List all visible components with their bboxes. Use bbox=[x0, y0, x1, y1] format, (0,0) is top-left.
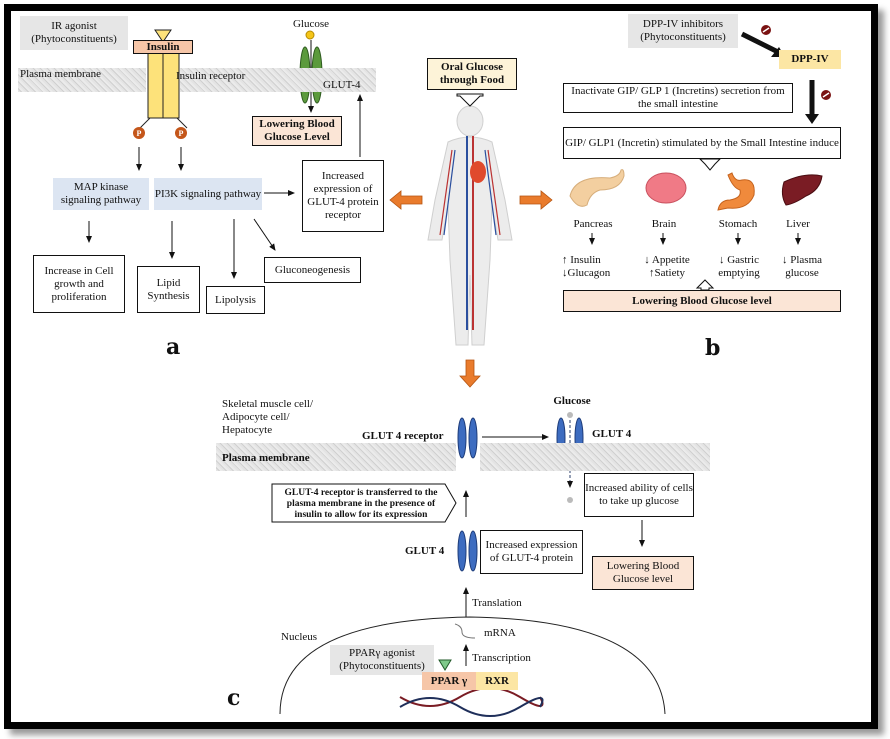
ir-agonist-triangle-icon bbox=[154, 29, 172, 43]
organ-effect: ↓Glucagon bbox=[562, 267, 611, 279]
organ-name: Brain bbox=[651, 218, 677, 230]
plasma-membrane-band bbox=[180, 68, 376, 92]
glut4-label: GLUT 4 bbox=[592, 428, 632, 440]
glut4-transfer-text: GLUT-4 receptor is transferred to the pl… bbox=[284, 488, 438, 520]
inactivate-incretins-box: Inactivate GIP/ GLP 1 (Incretins) secret… bbox=[563, 83, 793, 113]
pancreas-icon bbox=[569, 169, 625, 207]
oral-glucose-box: Oral Glucose through Food bbox=[427, 58, 517, 90]
insulin-receptor-label: Insulin receptor bbox=[176, 70, 246, 82]
callout-arrow-icon bbox=[456, 93, 484, 107]
lowering-blood-glucose-box-b: Lowering Blood Glucose level bbox=[563, 290, 841, 312]
glut4-label: GLUT-4 bbox=[323, 79, 361, 91]
organ-arrow-icon bbox=[589, 233, 801, 245]
organ-name: Stomach bbox=[718, 218, 758, 230]
plasma-membrane-label: Plasma membrane bbox=[222, 452, 310, 464]
nucleus-label: Nucleus bbox=[281, 631, 318, 643]
ppar-agonist-label: PPARγ agonist (Phytoconstituents) bbox=[330, 645, 434, 675]
organ-effect: ↑ Insulin bbox=[562, 254, 601, 266]
glut4-label: GLUT 4 bbox=[405, 545, 445, 557]
transfer-callout-icon bbox=[271, 483, 457, 523]
increased-expression-box-c: Increased expression of GLUT-4 protein bbox=[480, 530, 583, 574]
lipid-synthesis-box: Lipid Synthesis bbox=[137, 266, 200, 313]
dpp-iv-label: DPP-IV bbox=[779, 50, 841, 69]
phosphate-label: P bbox=[178, 129, 184, 138]
phosphate-icon bbox=[133, 127, 187, 139]
gluconeogenesis-box: Gluconeogenesis bbox=[264, 257, 361, 283]
stomach-icon bbox=[717, 172, 755, 211]
lowering-blood-glucose-box-c: Lowering Blood Glucose level bbox=[592, 556, 694, 590]
organ-effect: ↑Satiety bbox=[648, 267, 686, 279]
ppar-agonist-triangle-icon bbox=[438, 659, 452, 671]
mrna-label: mRNA bbox=[484, 627, 516, 639]
map-kinase-pathway: MAP kinase signaling pathway bbox=[53, 178, 149, 210]
glut4-receptor-label: GLUT 4 receptor bbox=[362, 430, 444, 442]
organ-effect: ↓ Plasma bbox=[781, 254, 823, 266]
organ-effect: ↓ Gastric bbox=[718, 254, 759, 266]
plasma-membrane-label: Plasma membrane bbox=[20, 68, 101, 80]
translation-label: Translation bbox=[472, 597, 522, 609]
liver-icon bbox=[781, 174, 823, 206]
brain-icon bbox=[645, 172, 687, 204]
organ-effect: emptying bbox=[718, 267, 760, 279]
nucleus-outline bbox=[279, 616, 666, 715]
increased-ability-box: Increased ability of cells to take up gl… bbox=[584, 473, 694, 517]
transcription-label: Transcription bbox=[472, 652, 531, 664]
glucose-molecule-icon bbox=[305, 30, 315, 40]
glucose-label: Glucose bbox=[553, 395, 591, 407]
human-body-icon bbox=[427, 105, 513, 346]
open-arrow-up-icon bbox=[695, 279, 715, 291]
insulin-receptor-icon bbox=[139, 51, 188, 129]
organ-effect: ↓ Appetite bbox=[644, 254, 690, 266]
glucose-label: Glucose bbox=[292, 18, 330, 30]
open-arrow-down-icon bbox=[698, 158, 722, 171]
organ-name: Pancreas bbox=[573, 218, 613, 230]
organ-name: Liver bbox=[786, 218, 810, 230]
panel-label-b: b bbox=[705, 335, 721, 361]
plasma-membrane-band bbox=[480, 443, 710, 471]
cell-growth-box: Increase in Cell growth and proliferatio… bbox=[33, 255, 125, 313]
plasma-membrane-band bbox=[18, 68, 146, 92]
organ-effect: glucose bbox=[785, 267, 819, 279]
lipolysis-box: Lipolysis bbox=[206, 286, 265, 314]
insulin-label: Insulin bbox=[133, 40, 193, 54]
figure-frame bbox=[4, 4, 878, 729]
increased-expression-box: Increased expression of GLUT-4 protein r… bbox=[302, 160, 384, 232]
dpp-inhibitors-label: DPP-IV inhibitors (Phytoconstituents) bbox=[628, 14, 738, 48]
glucose-dot-icon bbox=[567, 497, 573, 503]
panel-label-c: c bbox=[227, 685, 241, 711]
panel-label-a: a bbox=[166, 334, 181, 360]
ir-agonist-label: IR agonist (Phytoconstituents) bbox=[20, 16, 128, 50]
lowering-blood-glucose-box: Lowering Blood Glucose Level bbox=[252, 116, 342, 146]
ppar-gamma-box: PPAR γ bbox=[422, 672, 476, 690]
dna-icon bbox=[399, 687, 544, 717]
orange-arrow-icon bbox=[389, 190, 553, 388]
plasma-membrane-band bbox=[216, 443, 456, 471]
rxr-box: RXR bbox=[476, 672, 518, 690]
glucose-dot-icon bbox=[567, 412, 573, 418]
pi3k-pathway: PI3K signaling pathway bbox=[154, 178, 262, 210]
incretin-stimulated-box: GIP/ GLP1 (Incretin) stimulated by the S… bbox=[563, 127, 841, 159]
phosphate-label: P bbox=[136, 129, 142, 138]
cell-types-label: Skeletal muscle cell/ Adipocyte cell/ He… bbox=[222, 398, 314, 436]
mrna-icon bbox=[454, 623, 476, 639]
